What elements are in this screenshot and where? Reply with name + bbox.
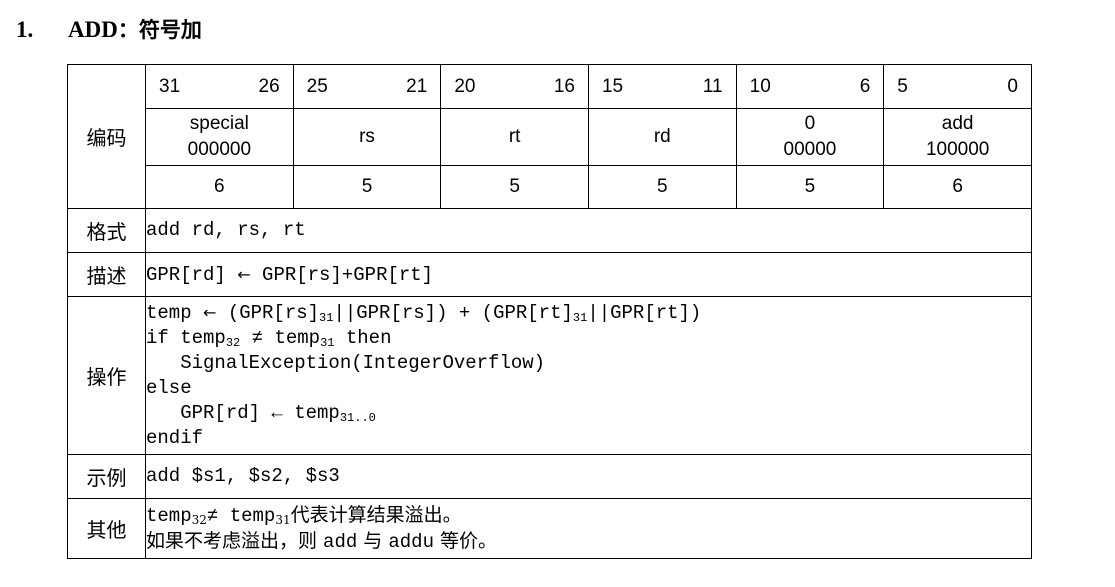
description-text: GPR[rd] ← GPR[rs]+GPR[rt]	[145, 252, 1032, 297]
bit-hi: 10	[749, 75, 771, 97]
code-line: temp ← (GPR[rs]31||GPR[rs]) + (GPR[rt]31…	[146, 302, 702, 325]
field-rt: rt	[440, 108, 589, 166]
field-rs: rs	[292, 108, 442, 166]
format-label: 格式	[67, 208, 146, 253]
bit-hi: 31	[159, 75, 181, 97]
encoding-label: 编码	[67, 64, 146, 209]
format-text: add rd, rs, rt	[145, 208, 1032, 253]
bit-hi: 25	[306, 75, 328, 97]
code-line: SignalException(IntegerOverflow)	[146, 352, 546, 374]
bit-range-cell: 10 6	[735, 64, 885, 109]
example-row: 示例 add $s1, $s2, $s3	[67, 454, 1032, 499]
field-width: 6	[145, 165, 294, 209]
example-text: add $s1, $s2, $s3	[145, 454, 1032, 499]
other-notes: temp32≠ temp31代表计算结果溢出。如果不考虑溢出，则 add 与 a…	[145, 498, 1032, 559]
format-row: 格式 add rd, rs, rt	[67, 208, 1032, 253]
operation-label: 操作	[67, 296, 146, 455]
operation-row: 操作 temp ← (GPR[rs]31||GPR[rs]) + (GPR[rt…	[67, 296, 1032, 455]
field-width: 5	[587, 165, 737, 209]
code-line: if temp32 ≠ temp31 then	[146, 327, 392, 350]
bit-lo: 16	[553, 75, 575, 97]
instruction-mnemonic: ADD	[68, 17, 118, 42]
instruction-title: 符号加	[138, 18, 202, 42]
bit-lo: 11	[702, 75, 723, 97]
code-line: GPR[rd] ← temp31..0	[146, 402, 376, 425]
note-line: temp32≠ temp31代表计算结果溢出。	[146, 503, 462, 527]
bit-lo: 0	[1007, 75, 1018, 97]
note-line: 如果不考虑溢出，则 add 与 addu 等价。	[146, 529, 498, 553]
bit-hi: 20	[454, 75, 476, 97]
operation-code: temp ← (GPR[rs]31||GPR[rs]) + (GPR[rt]31…	[145, 296, 1032, 455]
bit-lo: 26	[258, 75, 280, 97]
left-arrow-icon: ←	[203, 303, 217, 322]
code-line: endif	[146, 427, 204, 449]
heading-separator: ：	[117, 18, 139, 42]
field-width: 6	[883, 165, 1032, 209]
width-row: 6 5 5 5 5 6	[68, 165, 1032, 209]
code-line: else	[146, 377, 192, 399]
field-width: 5	[292, 165, 442, 209]
field-width: 5	[735, 165, 885, 209]
bit-hi: 15	[601, 75, 624, 97]
bit-hi: 5	[897, 75, 908, 97]
other-label: 其他	[67, 498, 146, 559]
bit-range-cell: 25 21	[292, 64, 442, 109]
left-arrow-icon: ←	[237, 264, 251, 284]
description-row: 描述 GPR[rd] ← GPR[rs]+GPR[rt]	[67, 252, 1032, 297]
section-heading: 1. ADD：符号加	[16, 14, 202, 44]
other-row: 其他 temp32≠ temp31代表计算结果溢出。如果不考虑溢出，则 add …	[67, 498, 1032, 559]
bit-lo: 21	[406, 75, 428, 97]
bit-lo: 6	[859, 75, 871, 97]
example-label: 示例	[67, 454, 146, 499]
section-number: 1.	[16, 17, 34, 42]
description-label: 描述	[67, 252, 146, 297]
bit-range-cell: 31 26	[145, 64, 294, 109]
field-rd: rd	[587, 108, 737, 166]
field-width: 5	[440, 165, 589, 209]
